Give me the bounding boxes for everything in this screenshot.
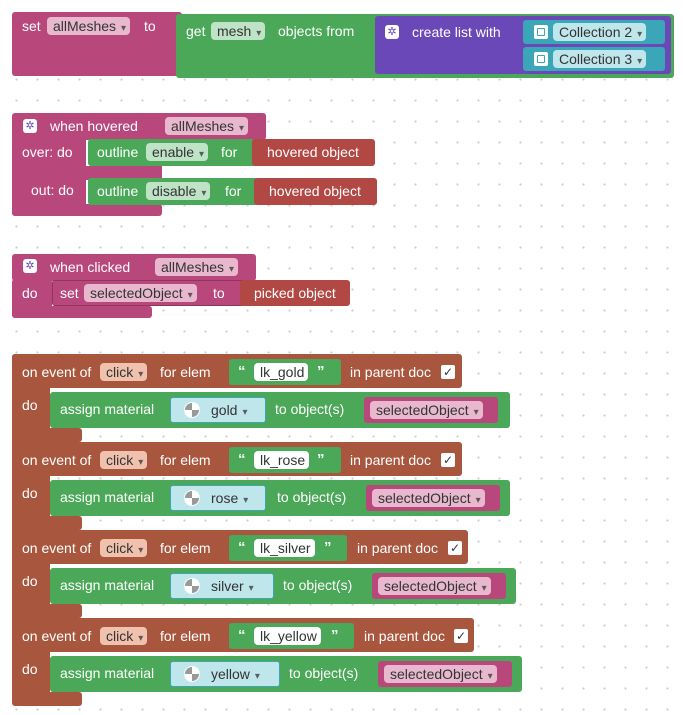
outline-mode-dropdown[interactable]: disable	[146, 182, 211, 200]
event-type-dropdown[interactable]: click	[100, 363, 148, 381]
object-type-dropdown[interactable]: mesh	[211, 22, 266, 40]
over-do-label: over: do	[22, 144, 73, 160]
do-label: do	[22, 573, 38, 589]
to-objects-label: to object(s)	[277, 489, 347, 505]
get-label: get	[186, 23, 206, 39]
collection-dropdown[interactable]: Collection 3	[553, 50, 647, 68]
collection-icon	[534, 52, 548, 66]
do-label: do	[22, 285, 38, 301]
on-event-of-label: on event of	[22, 540, 92, 556]
for-elem-label: for elem	[160, 540, 211, 556]
element-id-field[interactable]: lk_silver	[254, 539, 315, 557]
material-dropdown[interactable]: gold	[205, 401, 252, 419]
event-type-dropdown[interactable]: click	[100, 539, 148, 557]
checkbox-icon[interactable]: ✓	[441, 453, 455, 467]
material-dropdown[interactable]: yellow	[205, 665, 264, 683]
for-label: for	[225, 183, 242, 199]
hovered-object-block[interactable]	[252, 139, 375, 166]
quote-open-icon: “	[238, 539, 246, 556]
hovered-object-label: hovered object	[267, 144, 359, 160]
material-icon	[184, 402, 200, 418]
event-type-dropdown[interactable]: click	[100, 627, 148, 645]
material-icon	[184, 578, 200, 594]
picked-object-block[interactable]	[240, 280, 350, 306]
hovered-object-label: hovered object	[269, 183, 361, 199]
variable-dropdown[interactable]: selectedObject	[84, 284, 197, 302]
on-event-of-label: on event of	[22, 452, 92, 468]
when-hovered-label: when hovered	[50, 118, 138, 134]
hovered-object-block[interactable]	[254, 178, 377, 205]
material-dropdown[interactable]: rose	[205, 489, 253, 507]
event-block-silver-bottom	[12, 604, 82, 618]
for-label: for	[221, 144, 238, 160]
do-label: do	[22, 485, 38, 501]
on-event-of-label: on event of	[22, 628, 92, 644]
set-label: set	[22, 18, 41, 34]
variable-dropdown[interactable]: allMeshes	[47, 17, 131, 35]
quote-open-icon: “	[238, 627, 246, 644]
to-objects-label: to object(s)	[275, 401, 345, 417]
gear-icon[interactable]: ✲	[23, 119, 37, 133]
when-hovered-bottom	[12, 204, 162, 216]
element-id-field[interactable]: lk_rose	[254, 451, 310, 469]
gear-icon[interactable]: ✲	[23, 259, 37, 273]
in-parent-doc-label: in parent doc	[364, 628, 445, 644]
event-type-dropdown[interactable]: click	[100, 451, 148, 469]
on-event-of-label: on event of	[22, 364, 92, 380]
outline-label: outline	[97, 144, 139, 160]
variable-dropdown[interactable]: selectedObject	[378, 577, 491, 595]
variable-dropdown[interactable]: allMeshes	[155, 258, 239, 276]
variable-dropdown[interactable]: selectedObject	[370, 401, 483, 419]
checkbox-icon[interactable]: ✓	[454, 629, 468, 643]
in-parent-doc-label: in parent doc	[350, 452, 431, 468]
variable-dropdown[interactable]: selectedObject	[384, 665, 497, 683]
to-objects-label: to object(s)	[283, 577, 353, 593]
assign-material-label: assign material	[60, 577, 155, 593]
picked-object-label: picked object	[254, 285, 336, 301]
to-label: to	[144, 18, 156, 34]
assign-material-label: assign material	[60, 489, 155, 505]
set-label: set	[60, 285, 79, 301]
for-elem-label: for elem	[160, 452, 211, 468]
material-icon	[184, 666, 200, 682]
out-do-label: out: do	[31, 182, 74, 198]
to-objects-label: to object(s)	[289, 665, 359, 681]
material-dropdown[interactable]: silver	[205, 577, 258, 595]
in-parent-doc-label: in parent doc	[350, 364, 431, 380]
quote-open-icon: “	[238, 451, 246, 468]
event-block-gold-bottom	[12, 428, 82, 442]
collection-icon	[534, 25, 548, 39]
element-id-field[interactable]: lk_yellow	[254, 627, 321, 645]
when-hovered-middle	[12, 166, 162, 180]
quote-close-icon: ”	[317, 363, 325, 380]
event-block-yellow-bottom	[12, 692, 82, 706]
for-elem-label: for elem	[160, 628, 211, 644]
quote-close-icon: ”	[331, 627, 339, 644]
material-icon	[184, 490, 200, 506]
to-label: to	[213, 285, 225, 301]
variable-dropdown[interactable]: allMeshes	[165, 117, 249, 135]
assign-material-label: assign material	[60, 665, 155, 681]
event-block-rose-bottom	[12, 516, 82, 530]
gear-icon[interactable]: ✲	[385, 25, 399, 39]
assign-material-label: assign material	[60, 401, 155, 417]
create-list-label: create list with	[412, 24, 501, 40]
variable-dropdown[interactable]: selectedObject	[372, 489, 485, 507]
outline-label: outline	[97, 183, 139, 199]
checkbox-icon[interactable]: ✓	[441, 365, 455, 379]
objects-from-label: objects from	[278, 23, 355, 39]
do-label: do	[22, 397, 38, 413]
quote-close-icon: ”	[324, 539, 332, 556]
when-clicked-label: when clicked	[50, 259, 131, 275]
for-elem-label: for elem	[160, 364, 211, 380]
quote-open-icon: “	[238, 363, 246, 380]
in-parent-doc-label: in parent doc	[357, 540, 438, 556]
do-label: do	[22, 661, 38, 677]
element-id-field[interactable]: lk_gold	[254, 363, 309, 381]
checkbox-icon[interactable]: ✓	[448, 541, 462, 555]
when-clicked-bottom	[12, 306, 152, 318]
quote-close-icon: ”	[317, 451, 325, 468]
collection-dropdown[interactable]: Collection 2	[553, 23, 647, 41]
outline-mode-dropdown[interactable]: enable	[146, 143, 209, 161]
